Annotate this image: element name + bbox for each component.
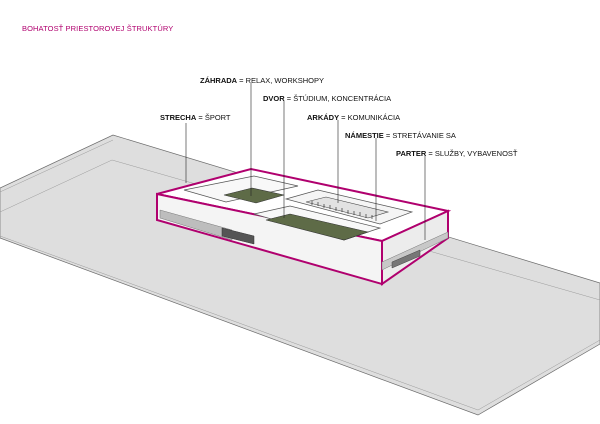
- ground-plane: [0, 134, 600, 416]
- label-desc: = KOMUNIKÁCIA: [339, 113, 401, 122]
- label-term: ZÁHRADA: [200, 76, 238, 85]
- label-namestie: NÁMESTIE = STRETÁVANIE SA: [345, 131, 456, 140]
- arcade-colonnade: [305, 196, 390, 219]
- label-zahrada: ZÁHRADA = RELAX, WORKSHOPY: [200, 76, 324, 85]
- label-desc: = SLUŽBY, VYBAVENOSŤ: [426, 149, 518, 158]
- label-term: ARKÁDY: [307, 113, 340, 122]
- label-desc: = ŠPORT: [196, 113, 231, 122]
- arcade-columns: [311, 201, 373, 219]
- label-strecha: STRECHA = ŠPORT: [160, 113, 231, 122]
- label-term: STRECHA: [160, 113, 197, 122]
- ground-edge-line: [0, 139, 114, 193]
- label-desc: = RELAX, WORKSHOPY: [237, 76, 324, 85]
- label-term: DVOR: [263, 94, 285, 103]
- ground-floor-opening: [391, 249, 421, 269]
- label-dvor: DVOR = ŠTÚDIUM, KONCENTRÁCIA: [263, 94, 391, 103]
- courtyard-green: [265, 213, 370, 241]
- label-desc: = ŠTÚDIUM, KONCENTRÁCIA: [284, 94, 392, 103]
- label-term: NÁMESTIE: [345, 131, 384, 140]
- label-parter: PARTER = SLUŽBY, VYBAVENOSŤ: [396, 149, 518, 158]
- ground-edge-line: [0, 235, 600, 411]
- ground-floor-band: [159, 209, 233, 241]
- ground-edge-line: [0, 159, 600, 301]
- page-title: BOHATOSŤ PRIESTOROVEJ ŠTRUKTÚRY: [22, 24, 174, 33]
- label-term: PARTER: [396, 149, 427, 158]
- garden-courtyard-frame: [183, 175, 299, 203]
- label-desc: = STRETÁVANIE SA: [383, 131, 456, 140]
- label-arkady: ARKÁDY = KOMUNIKÁCIA: [307, 113, 400, 122]
- ground-floor-opening: [221, 227, 255, 245]
- leader-lines: [185, 83, 426, 240]
